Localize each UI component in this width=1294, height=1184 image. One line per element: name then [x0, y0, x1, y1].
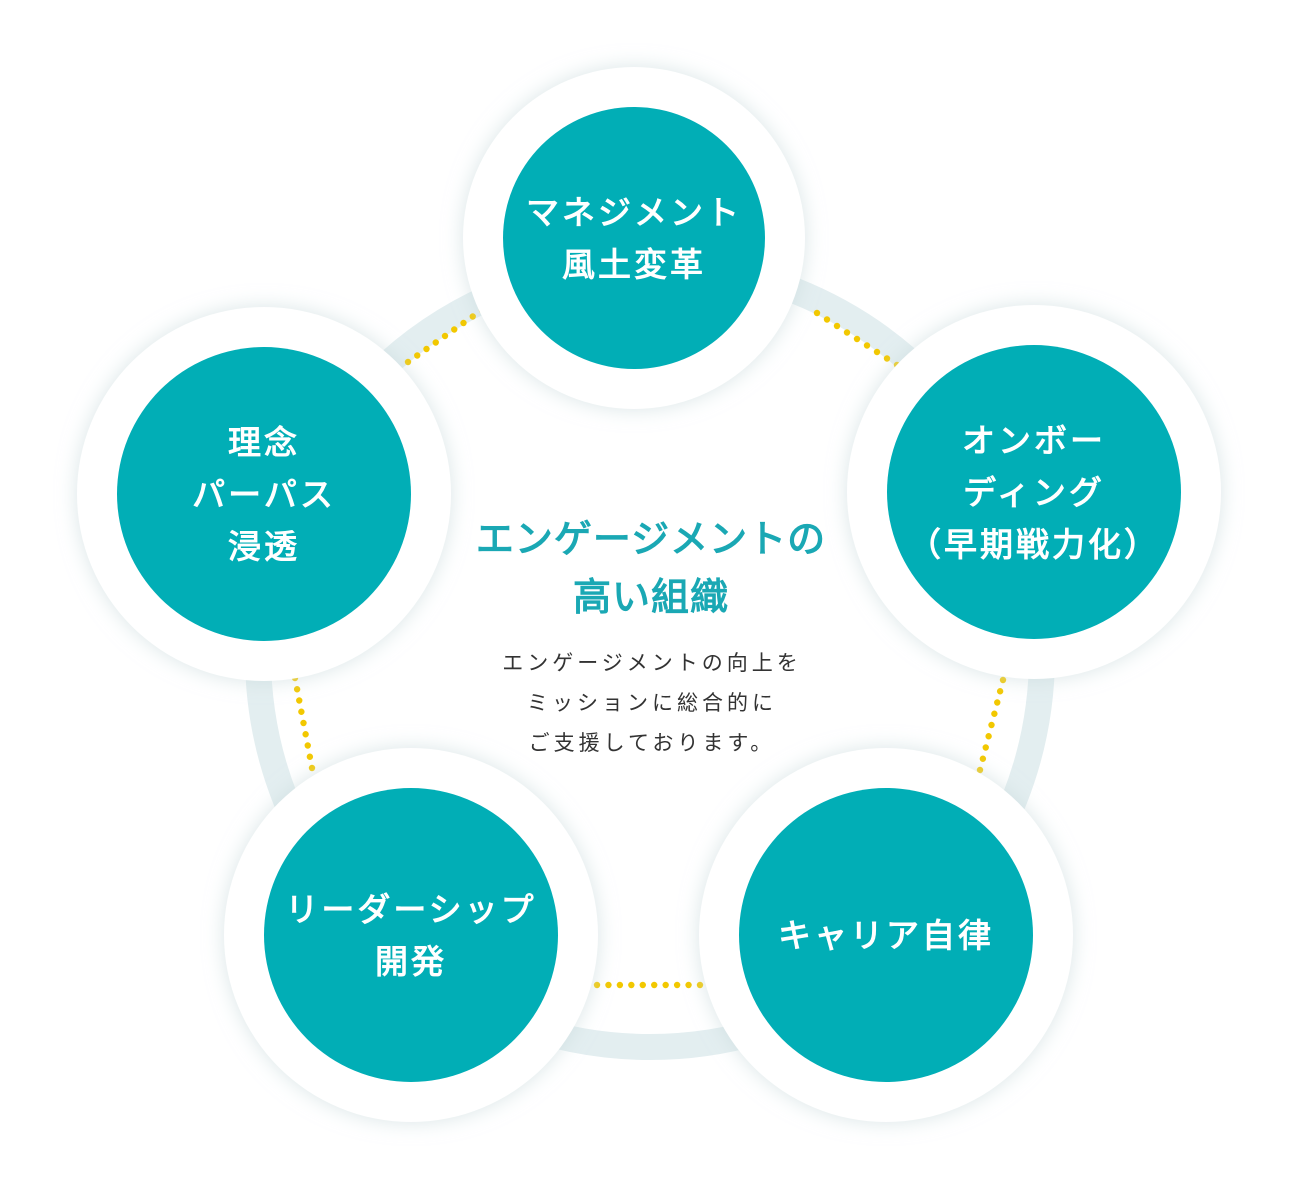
connector-dot — [843, 329, 851, 336]
node-circle — [739, 788, 1033, 1082]
node-label-line: ディング — [963, 473, 1105, 512]
connector-dot — [813, 309, 821, 317]
connector-dot — [414, 352, 421, 359]
node-label-line: リーダーシップ — [285, 890, 536, 929]
node-label-line: パーパス — [192, 475, 336, 514]
node-label-line: 風土変革 — [562, 245, 706, 284]
connector-dot — [979, 755, 987, 762]
connector-dot — [296, 697, 303, 704]
node-label-line: キャリア自律 — [778, 916, 994, 955]
center-description-line-2: ミッションに総合的に — [527, 691, 777, 715]
node-label-line: 浸透 — [228, 527, 300, 566]
connector-dot — [873, 348, 881, 356]
connector-dot — [988, 721, 995, 729]
connector-dot — [662, 981, 669, 989]
connector-dot — [441, 332, 449, 340]
connector-dot — [996, 688, 1004, 695]
node-label-line: （早期戦力化） — [908, 525, 1160, 564]
connector-dot — [833, 322, 841, 330]
connector-dot — [999, 676, 1007, 684]
connector-dot — [460, 319, 467, 327]
connector-dot — [883, 355, 891, 362]
node-label-line: 理念 — [228, 423, 300, 462]
connector-dot — [673, 981, 681, 989]
center-description-line-1: エンゲージメントの向上を — [502, 651, 802, 675]
connector-dot — [639, 981, 646, 989]
connector-dot — [451, 326, 458, 333]
connector-dot — [994, 699, 1001, 706]
connector-dot — [823, 316, 831, 323]
dotted-connectors — [291, 306, 1007, 989]
connector-dot — [605, 981, 612, 989]
connector-dot — [304, 742, 311, 749]
center-description-line-3: ご支援しております。 — [529, 731, 776, 755]
connector-dot — [651, 981, 658, 989]
connector-dot — [302, 731, 309, 738]
connector-dot — [293, 686, 301, 693]
connector-dot — [985, 733, 992, 740]
node-label-line: オンボー — [962, 421, 1106, 460]
connector-dot — [469, 313, 476, 320]
connector-dot — [308, 764, 316, 772]
node-label-line: 開発 — [375, 942, 447, 981]
center-title-line-2: 高い組織 — [573, 575, 729, 619]
connector-dot — [298, 708, 305, 715]
connector-dot — [306, 753, 314, 760]
connector-dot — [404, 358, 412, 366]
connector-dot — [685, 981, 692, 989]
node-circle — [264, 788, 558, 1082]
node-circle — [887, 345, 1181, 639]
node-career: キャリア自律 — [699, 748, 1073, 1122]
connector-dot — [853, 335, 861, 343]
center-block: エンゲージメントの 高い組織 エンゲージメントの向上を ミッションに総合的に ご… — [476, 517, 826, 755]
connector-dot — [593, 981, 601, 989]
node-circle — [117, 347, 411, 641]
connector-dot — [616, 981, 624, 989]
connector-dot — [696, 981, 704, 989]
node-circle — [503, 107, 765, 369]
connector-dot — [628, 981, 635, 989]
connector-dot — [991, 710, 998, 717]
connector-dot — [300, 719, 307, 727]
connector-dot — [976, 766, 984, 774]
connector-dot — [982, 744, 989, 751]
center-title-line-1: エンゲージメントの — [476, 517, 826, 561]
node-label-line: マネジメント — [526, 193, 742, 232]
connector-dot — [423, 345, 430, 353]
connector-dot — [863, 342, 871, 349]
connector-dot — [432, 339, 439, 346]
